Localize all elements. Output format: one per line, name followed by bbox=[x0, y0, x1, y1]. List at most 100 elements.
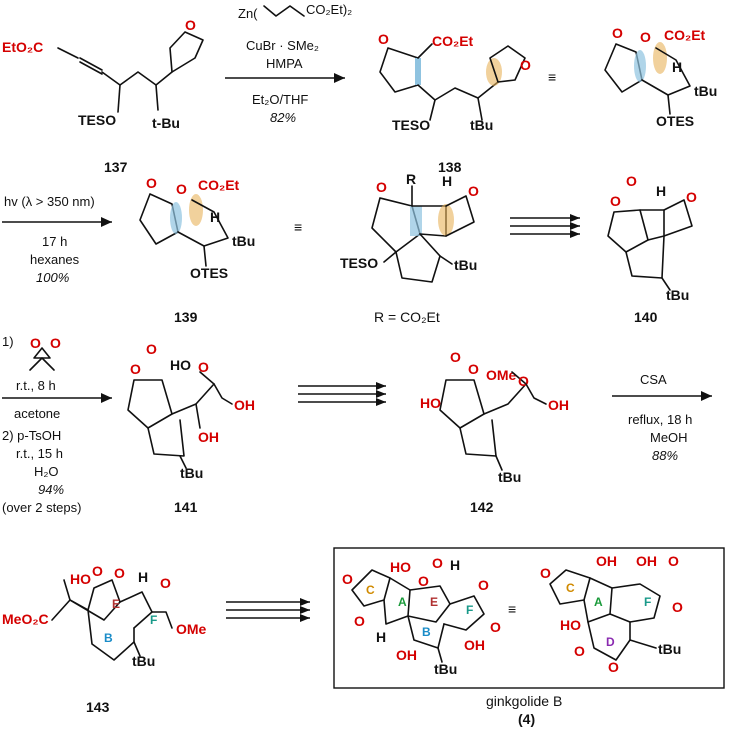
co2et-139: CO₂Et bbox=[198, 177, 240, 193]
step4-reagent: CSA bbox=[640, 372, 667, 387]
compound-141: O O HO O OH OH tBu 141 bbox=[127, 341, 255, 515]
ring-b-143: B bbox=[104, 631, 113, 645]
h-conf: H bbox=[672, 59, 682, 75]
gbr-ring-d: D bbox=[606, 635, 615, 649]
step4-solvent: MeOH bbox=[650, 430, 688, 445]
gb-tbu1: tBu bbox=[434, 661, 457, 677]
gbr-o1: O bbox=[540, 565, 551, 581]
substituent-note: R = CO₂Et bbox=[374, 309, 440, 325]
equiv-symbol-2: ≡ bbox=[294, 219, 302, 235]
yield-step1: 82% bbox=[270, 110, 296, 125]
multistep-arrow-2 bbox=[298, 382, 386, 406]
solvent-step2: hexanes bbox=[30, 252, 80, 267]
step3-num2: 2) p-TsOH bbox=[2, 428, 61, 443]
time-step2: 17 h bbox=[42, 234, 67, 249]
gb-o4: O bbox=[432, 555, 443, 571]
product-box bbox=[333, 547, 725, 689]
teso-label: TESO bbox=[78, 112, 116, 128]
dmdo-o2: O bbox=[50, 335, 61, 351]
co2et-conf: CO₂Et bbox=[664, 27, 706, 43]
compound-138-conformer: O O CO₂Et H tBu OTES bbox=[604, 25, 717, 129]
gb-h: H bbox=[450, 557, 460, 573]
gbr-oh2: OH bbox=[636, 553, 657, 569]
compound-137: EtO₂C O TESO t-Bu 137 bbox=[2, 17, 204, 175]
gb-ho1: HO bbox=[390, 559, 411, 575]
ketone-o-139: O bbox=[146, 175, 157, 191]
compound-label-137: 137 bbox=[104, 159, 128, 175]
product-number: (4) bbox=[518, 711, 535, 727]
step4-cond: reflux, 18 h bbox=[628, 412, 692, 427]
compound-label-140: 140 bbox=[634, 309, 658, 325]
ketone-o-139f: O bbox=[376, 179, 387, 195]
ring-f-143: F bbox=[150, 613, 157, 627]
ome-142: OMe bbox=[486, 367, 517, 383]
ring-e-143: E bbox=[112, 597, 120, 611]
gbr-o3: O bbox=[672, 599, 683, 615]
compound-label-138: 138 bbox=[438, 159, 462, 175]
gb-oh1: OH bbox=[396, 647, 417, 663]
o-140b: O bbox=[610, 193, 621, 209]
equiv-symbol-3: ≡ bbox=[508, 601, 516, 617]
step3-solv2: H₂O bbox=[34, 464, 59, 479]
gbr-tbu: tBu bbox=[658, 641, 681, 657]
o-143c: O bbox=[160, 575, 171, 591]
furan-o-140: O bbox=[686, 189, 697, 205]
compound-142: O O OMe HO O OH tBu 142 bbox=[420, 349, 569, 515]
gb-o1: O bbox=[342, 571, 353, 587]
yield-step2: 100% bbox=[36, 270, 69, 285]
dmdo-o1: O bbox=[30, 335, 41, 351]
h-139: H bbox=[210, 209, 220, 225]
teso-139f: TESO bbox=[340, 255, 378, 271]
gb-o5: O bbox=[478, 577, 489, 593]
gb-ring-b: B bbox=[422, 625, 431, 639]
furan-oxygen-138: O bbox=[520, 57, 531, 73]
tbu-140: tBu bbox=[666, 287, 689, 303]
gb-o6: O bbox=[490, 619, 501, 635]
tbu-141: tBu bbox=[180, 465, 203, 481]
gbr-o2: O bbox=[668, 553, 679, 569]
gbr-o5: O bbox=[608, 659, 619, 675]
compound-138: O CO₂Et O TESO tBu 138 bbox=[378, 31, 531, 175]
compound-label-141: 141 bbox=[174, 499, 198, 515]
reagent-ester: CO₂Et)₂ bbox=[306, 2, 352, 17]
lactol-o-141: O bbox=[198, 359, 209, 375]
gbr-o4: O bbox=[574, 643, 585, 659]
ester-143: MeO₂C bbox=[2, 611, 49, 627]
o-142a: O bbox=[450, 349, 461, 365]
o-143b: O bbox=[114, 565, 125, 581]
ketone-oxygen-conf: O bbox=[612, 25, 623, 41]
gbr-ho: HO bbox=[560, 617, 581, 633]
light-step2: hv (λ > 350 nm) bbox=[4, 194, 95, 209]
compound-139-flat: O R H O TESO tBu R = CO₂Et bbox=[340, 171, 479, 325]
oh-141b: OH bbox=[198, 429, 219, 445]
gb-h2: H bbox=[376, 629, 386, 645]
lactol-o-142: O bbox=[518, 373, 529, 389]
ginkgolide-b-right: O C OH A OH O F O HO D O O tBu bbox=[540, 553, 683, 675]
step3-yield: 94% bbox=[38, 482, 64, 497]
oh-141a: OH bbox=[234, 397, 255, 413]
compound-143: MeO₂C HO O O E H O F OMe B tBu 143 bbox=[2, 563, 207, 715]
furan-o-139f: O bbox=[468, 183, 479, 199]
solvent-step1: Et₂O/THF bbox=[252, 92, 308, 107]
step4-yield: 88% bbox=[652, 448, 678, 463]
furan-o-conf: O bbox=[640, 29, 651, 45]
compound-label-142: 142 bbox=[470, 499, 494, 515]
tbu-143: tBu bbox=[132, 653, 155, 669]
oh-142: OH bbox=[548, 397, 569, 413]
compound-label-143: 143 bbox=[86, 699, 110, 715]
otes-conf: OTES bbox=[656, 113, 694, 129]
h-140: H bbox=[656, 183, 666, 199]
furan-oxygen: O bbox=[185, 17, 196, 33]
gb-ring-a: A bbox=[398, 595, 407, 609]
gb-ring-e: E bbox=[430, 595, 438, 609]
step4-conditions: CSA reflux, 18 h MeOH 88% bbox=[612, 372, 712, 463]
step3-note: (over 2 steps) bbox=[2, 500, 81, 515]
ho-141: HO bbox=[170, 357, 191, 373]
ho-143: HO bbox=[70, 571, 91, 587]
tbu-label: t-Bu bbox=[152, 115, 180, 131]
gb-ring-f: F bbox=[466, 603, 473, 617]
step2-conditions: hv (λ > 350 nm) 17 h hexanes 100% bbox=[2, 194, 112, 285]
product-name: ginkgolide B bbox=[486, 693, 562, 709]
ketone-oxygen: O bbox=[378, 31, 389, 47]
o-143a: O bbox=[92, 563, 103, 579]
